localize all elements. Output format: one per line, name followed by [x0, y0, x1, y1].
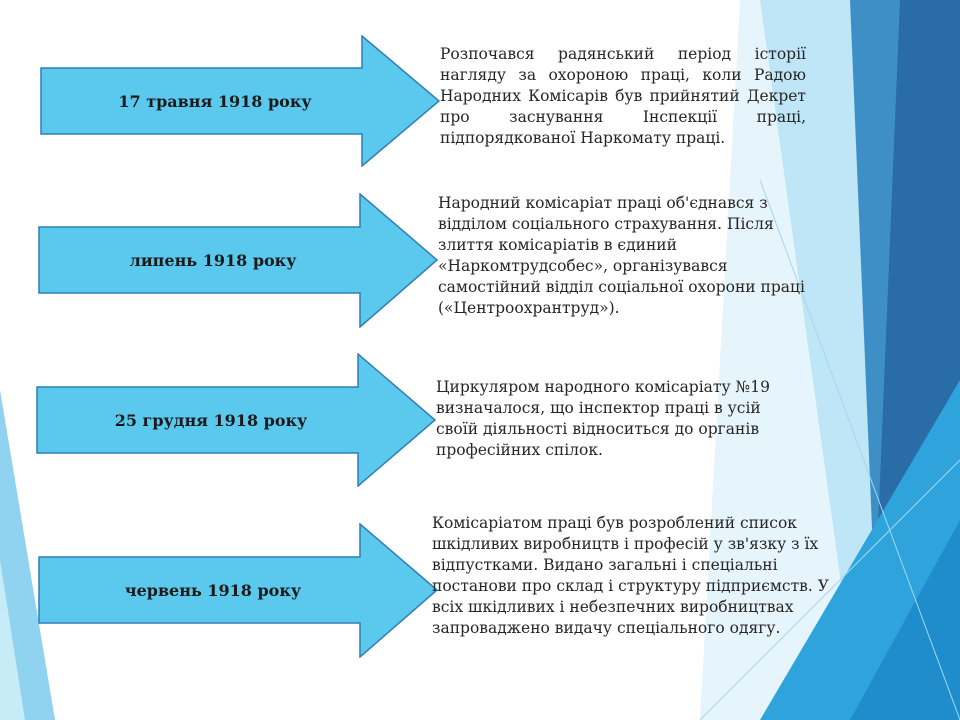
date-label: 25 грудня 1918 року	[114, 410, 308, 430]
timeline-arrow-3: 25 грудня 1918 року	[36, 353, 436, 487]
timeline-arrow-1: 17 травня 1918 року	[40, 35, 440, 167]
event-description: Комісаріатом праці був розроблений списо…	[432, 514, 829, 637]
date-label: липень 1918 року	[129, 251, 297, 270]
date-label: червень 1918 року	[124, 581, 302, 600]
date-label: 17 травня 1918 року	[118, 91, 312, 111]
event-description: Розпочався радянський період історії наг…	[440, 45, 806, 147]
timeline-arrow-4: червень 1918 року	[38, 523, 438, 658]
timeline-arrow-2: липень 1918 року	[38, 193, 438, 328]
event-description: Народний комісаріат праці об'єднався з в…	[438, 194, 805, 317]
event-description: Циркуляром народного комісаріату №19 виз…	[436, 378, 770, 459]
